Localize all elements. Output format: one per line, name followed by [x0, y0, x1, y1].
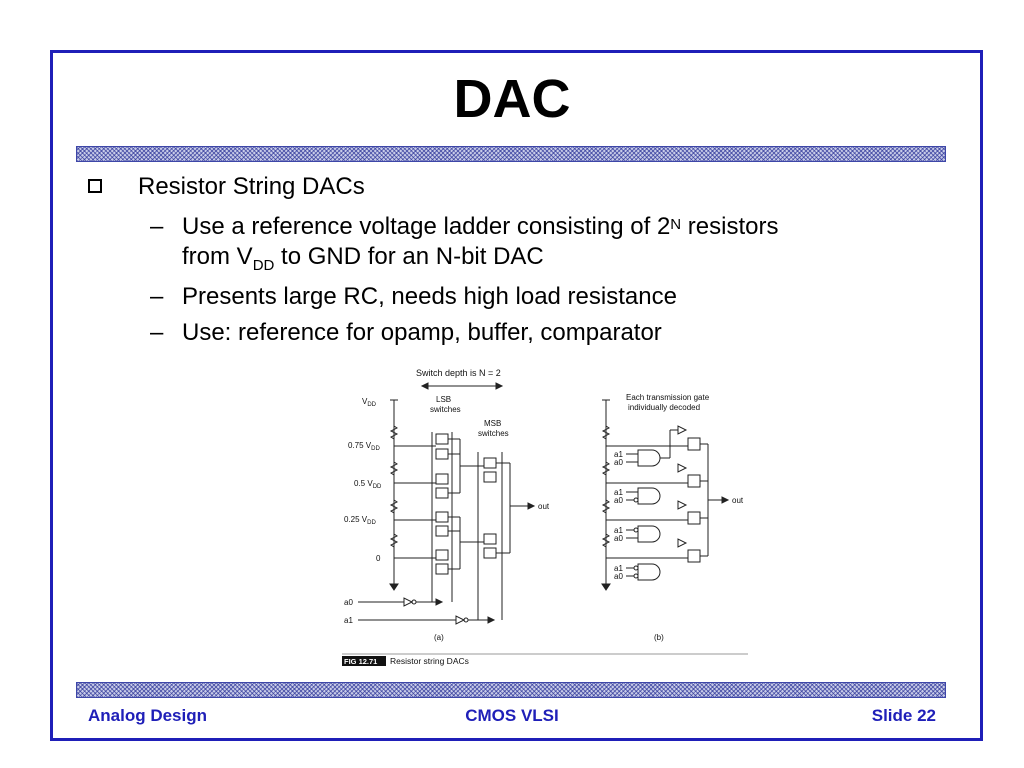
ladder-line2-pre: from V	[182, 243, 253, 270]
each-tg-label: Each transmission gate	[626, 393, 710, 402]
a0-label-b4: a0	[614, 572, 623, 581]
v075-text: 0.75 V	[348, 441, 372, 450]
zero-label: 0	[376, 554, 381, 563]
sub-item-rc-text: Presents large RC, needs high load resis…	[182, 283, 677, 310]
v05-sub: DD	[373, 484, 382, 490]
vdd-sub: DD	[367, 402, 376, 408]
ladder-text-sup: N	[670, 216, 682, 233]
sub-item-ladder-text: Use a reference voltage ladder consistin…	[182, 212, 779, 275]
lsb-label: LSB	[436, 395, 451, 404]
footer-left: Analog Design	[88, 706, 208, 725]
out-label-b: out	[732, 496, 744, 505]
dash-marker: –	[150, 319, 164, 346]
v075-sub: DD	[371, 446, 380, 452]
a0-label-a: a0	[344, 598, 353, 607]
fig-label-a: (a)	[434, 633, 444, 642]
a1-label-b4: a1	[614, 564, 623, 573]
out-label-a: out	[538, 502, 550, 511]
fig-caption: Resistor string DACs	[390, 656, 469, 666]
v025-label: 0.25 VDD	[344, 515, 376, 526]
a1-label-a: a1	[344, 616, 353, 625]
footer-slide-number: Slide 22	[871, 706, 936, 725]
ladder-line2-post: to GND for an N-bit DAC	[274, 243, 544, 270]
v025-text: 0.25 V	[344, 515, 368, 524]
vdd-label: VDD	[362, 397, 377, 408]
resistor-string-dac-figure: Switch depth is N = 2 LSB switches MSB s…	[342, 368, 748, 666]
a0-label-b2: a0	[614, 496, 623, 505]
dash-marker: –	[150, 213, 164, 240]
top-divider-bar	[76, 146, 946, 162]
msb-label: MSB	[484, 419, 501, 428]
v025-sub: DD	[367, 520, 376, 526]
vdd-v: V	[362, 397, 368, 406]
bottom-divider-bar	[76, 682, 946, 698]
slide-title: DAC	[453, 69, 571, 129]
a0-label-b1: a0	[614, 458, 623, 467]
msb-switches-label: switches	[478, 429, 509, 438]
a1-label-b2: a1	[614, 488, 623, 497]
ladder-text-post: resistors	[681, 213, 779, 240]
lsb-switches-label: switches	[430, 405, 461, 414]
switch-depth-label: Switch depth is N = 2	[416, 368, 501, 378]
checkbox-bullet-icon	[88, 179, 102, 193]
v05-label: 0.5 VDD	[354, 479, 382, 490]
ladder-line2-sub: DD	[252, 257, 275, 274]
fig-number-badge	[342, 656, 386, 666]
v05-text: 0.5 V	[354, 479, 373, 488]
sub-item-use-text: Use: reference for opamp, buffer, compar…	[182, 319, 662, 346]
v075-label: 0.75 VDD	[348, 441, 380, 452]
dash-marker: –	[150, 283, 164, 310]
a0-label-b3: a0	[614, 534, 623, 543]
footer-center: CMOS VLSI	[465, 706, 559, 725]
slide-frame	[50, 50, 983, 741]
fig-number: FIG 12.71	[344, 657, 377, 666]
a1-label-b3: a1	[614, 526, 623, 535]
bullet-resistor-string: Resistor String DACs	[138, 173, 365, 200]
ladder-text-pre: Use a reference voltage ladder consistin…	[182, 213, 671, 240]
fig-label-b: (b)	[654, 633, 664, 642]
a1-label-b1: a1	[614, 450, 623, 459]
each-tg-label-2: individually decoded	[628, 403, 700, 412]
